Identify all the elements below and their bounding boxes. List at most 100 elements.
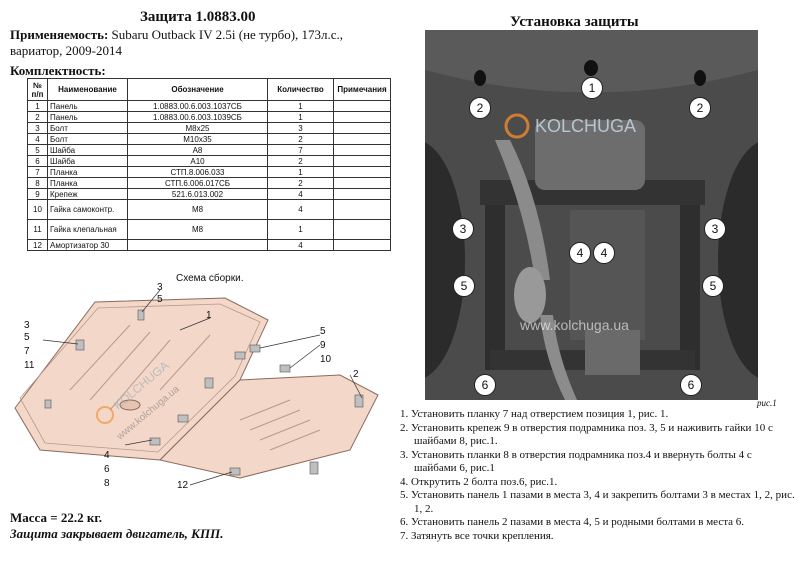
cell-qty: 1: [267, 219, 334, 240]
cell-name: Панель: [47, 100, 128, 112]
cell-code: 521.6.013.002: [127, 188, 268, 200]
install-steps: 1. Установить планку 7 над отверстием по…: [400, 408, 795, 543]
cell-code: 1.0883.00.6.003.1039СБ: [127, 111, 268, 123]
cell-qty: 4: [267, 239, 334, 251]
col-code: Обозначение: [127, 78, 268, 101]
label-right-10: 10: [320, 354, 332, 365]
callout-5-right: 5: [702, 275, 724, 297]
panel-2-ribs: [239, 399, 321, 451]
cell-number: 11: [27, 219, 48, 240]
protects-text: Защита закрывает двигатель, КПП.: [10, 526, 224, 541]
callout-3-right: 3: [704, 218, 726, 240]
cell-qty: 3: [267, 122, 334, 134]
label-bottom-4: 4: [104, 450, 110, 461]
panel-1-hole: [119, 399, 141, 411]
cell-code: А10: [127, 155, 268, 167]
mass-text: Масса = 22.2 кг.: [10, 510, 103, 525]
cell-number: 5: [27, 144, 48, 156]
cell-name: Шайба: [47, 144, 128, 156]
cell-code: 1.0883.00.6.003.1037СБ: [127, 100, 268, 112]
cell-number: 1: [27, 100, 48, 112]
installation-photo: KOLCHUGA www.kolchuga.ua 1 2 2 3 3 4 4 5…: [425, 30, 758, 400]
cell-code: М8: [127, 199, 268, 220]
install-title: Установка защиты: [510, 14, 639, 30]
label-12: 12: [177, 480, 189, 491]
callout-1: 1: [581, 77, 603, 99]
col-note: Примечания: [333, 78, 391, 101]
applicability-text: Subaru Outback IV 2.5i (не турбо), 173л.…: [10, 27, 344, 58]
cell-name: Крепеж: [47, 188, 128, 200]
cell-number: 3: [27, 122, 48, 134]
cell-note: [333, 199, 391, 220]
label-right-5: 5: [320, 326, 326, 337]
kit-label: Комплектность:: [10, 63, 106, 78]
cell-code: СТП.8.006.033: [127, 166, 268, 178]
cell-note: [333, 155, 391, 167]
callout-5-left: 5: [453, 275, 475, 297]
table-header-row: № п/п Наименование Обозначение Количеств…: [27, 78, 391, 101]
panel-1-top: [19, 303, 261, 453]
step-1: 1. Установить планку 7 над отверстием по…: [400, 408, 669, 420]
cell-qty: 4: [267, 199, 334, 220]
cell-qty: 7: [267, 144, 334, 156]
cell-qty: 2: [267, 177, 334, 189]
label-left-5: 5: [24, 332, 30, 343]
col-number: № п/п: [27, 78, 48, 101]
assembly-diagram: KOLCHUGA www.kolchuga.ua 3 5 1 2 3 5 7 1…: [10, 280, 400, 505]
cell-number: 7: [27, 166, 48, 178]
label-left-7: 7: [24, 346, 30, 357]
cell-name: Шайба: [47, 155, 128, 167]
cell-name: Гайка клепальная: [47, 219, 128, 240]
cell-code: М10х35: [127, 133, 268, 145]
step-3: 3. Установить планки 8 в отверстия подра…: [400, 448, 752, 475]
callout-2-right: 2: [689, 97, 711, 119]
cell-number: 9: [27, 188, 48, 200]
cell-note: [333, 144, 391, 156]
cell-qty: 4: [267, 188, 334, 200]
label-5-top: 5: [157, 294, 163, 305]
label-bottom-6: 6: [104, 464, 110, 475]
label-2: 2: [353, 369, 359, 380]
step-4: 4. Открутить 2 болта поз.6, рис.1.: [400, 475, 558, 488]
cell-name: Планка: [47, 177, 128, 189]
label-bottom-8: 8: [104, 478, 110, 489]
callout-2-left: 2: [469, 97, 491, 119]
callout-4-left: 4: [569, 242, 591, 264]
cell-qty: 1: [267, 111, 334, 123]
label-right-9: 9: [320, 340, 326, 351]
step-2: 2. Установить крепеж 9 в отверстия подра…: [400, 421, 773, 448]
leader-lines: [42, 289, 363, 486]
label-left-11: 11: [24, 360, 35, 371]
cell-code: СТП.6.006.017СБ: [127, 177, 268, 189]
cell-name: Болт: [47, 133, 128, 145]
cell-number: 8: [27, 177, 48, 189]
cell-note: [333, 111, 391, 123]
cell-name: Болт: [47, 122, 128, 134]
panel-1-ribs: [69, 324, 211, 411]
cell-note: [333, 166, 391, 178]
applicability-label: Применяемость:: [10, 27, 109, 42]
label-3-top: 3: [157, 282, 163, 293]
document-title: Защита 1.0883.00: [140, 9, 256, 25]
callout-6-right: 6: [680, 374, 702, 396]
cell-code: М8х25: [127, 122, 268, 134]
cell-qty: 1: [267, 100, 334, 112]
cell-note: [333, 177, 391, 189]
step-5: 5. Установить панель 1 пазами в места 3,…: [400, 489, 795, 515]
callout-3-left: 3: [452, 218, 474, 240]
callout-4-right: 4: [593, 242, 615, 264]
col-qty: Количество: [267, 78, 334, 101]
cell-number: 4: [27, 133, 48, 145]
parts-table: № п/п Наименование Обозначение Количеств…: [27, 78, 391, 251]
